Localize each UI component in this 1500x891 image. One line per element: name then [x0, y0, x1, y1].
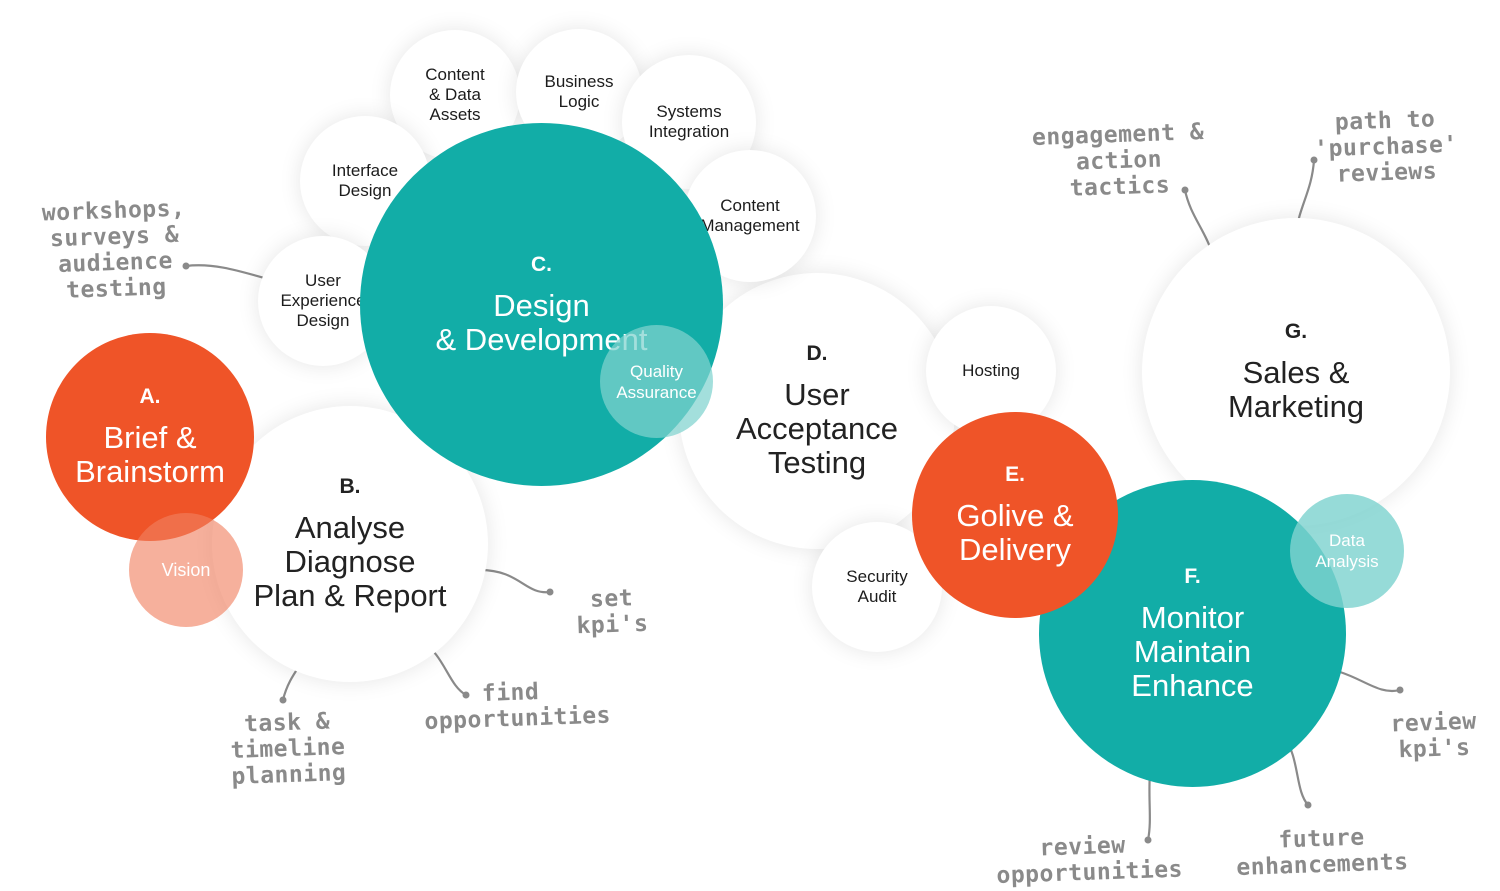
content-data-label-2: & Data — [429, 85, 481, 104]
stage-b-title-1: Analyse — [294, 510, 406, 545]
business-label-1: Business — [544, 72, 614, 91]
connector-set-kpis — [479, 568, 551, 594]
stage-d-title-2: Acceptance — [736, 411, 898, 446]
stage-f-title-2: Maintain — [1133, 633, 1252, 669]
stage-b-title-2: Diagnose — [284, 544, 416, 579]
note-workshops-line-2: surveys & audience — [49, 221, 180, 278]
data-analysis-bubble[interactable]: Data Analysis — [1290, 494, 1404, 608]
note-find-opportunities: find opportunities — [423, 677, 611, 735]
note-engagement: engagement & action tactics — [1025, 119, 1214, 203]
stage-e-title-1: Golive & — [956, 498, 1074, 533]
vision-bubble[interactable]: Vision — [129, 513, 243, 627]
stage-a-title-2: Brainstorm — [75, 454, 225, 489]
stage-g-title-2: Marketing — [1227, 389, 1365, 424]
stage-d-title-3: Testing — [767, 445, 867, 480]
note-set-kpis: set kpi's — [555, 584, 669, 640]
note-engagement-line-2: action tactics — [1069, 146, 1171, 202]
stage-a-letter: A. — [139, 385, 161, 408]
connector-review-kpis — [1339, 670, 1401, 693]
note-review-kpis-line-2: kpi's — [1398, 734, 1471, 764]
note-workshops: workshops, surveys & audience testing — [0, 194, 232, 306]
qa-label-1: Quality — [630, 361, 683, 381]
systems-label-1: Systems — [656, 102, 722, 121]
note-future-enhancements: future enhancements — [1227, 823, 1417, 882]
stage-d-bubble[interactable]: D. User Acceptance Testing — [679, 273, 955, 549]
ux-label-2: Experience — [280, 291, 366, 310]
note-task-timeline: task & timeline planning — [191, 707, 386, 792]
stage-c-title-1: Design — [493, 287, 590, 323]
stage-f-title-3: Enhance — [1131, 667, 1254, 703]
ux-label-3: Design — [296, 311, 350, 330]
note-review-kpis-line-1: review — [1390, 708, 1478, 738]
hosting-label: Hosting — [962, 361, 1020, 380]
note-path-line-1: path to 'purchase' — [1313, 106, 1459, 163]
quality-assurance-bubble[interactable]: Quality Assurance — [600, 325, 713, 438]
stage-e-bubble[interactable]: E. Golive & Delivery — [912, 412, 1118, 618]
note-review-kpis: review kpi's — [1383, 708, 1485, 764]
qa-label-2: Assurance — [616, 382, 697, 402]
stage-e-letter: E. — [1005, 463, 1025, 486]
vision-label: Vision — [161, 559, 211, 580]
note-review-opportunities: review opportunities — [995, 831, 1183, 890]
security-audit-bubble[interactable]: Security Audit — [812, 522, 942, 652]
stage-a-title-1: Brief & — [103, 420, 197, 455]
security-label-2: Audit — [857, 587, 897, 606]
stage-e-title-2: Delivery — [959, 532, 1071, 567]
stage-f-title-1: Monitor — [1140, 599, 1245, 635]
systems-label-2: Integration — [648, 122, 730, 141]
interface-label-1: Interface — [331, 161, 399, 180]
stage-d-letter: D. — [806, 342, 828, 365]
stage-d-title-1: User — [784, 377, 850, 412]
stage-g-title-1: Sales & — [1242, 355, 1350, 390]
note-path-to-purchase: path to 'purchase' reviews — [1271, 104, 1500, 190]
interface-label-2: Design — [338, 181, 392, 200]
data-label-2: Analysis — [1315, 552, 1379, 571]
content-data-label-1: Content — [425, 65, 485, 84]
ux-label-1: User — [305, 271, 341, 290]
security-label-1: Security — [846, 567, 908, 586]
content-mgmt-label-1: Content — [720, 196, 780, 215]
stage-a-bubble[interactable]: A. Brief & Brainstorm — [46, 333, 254, 541]
stage-c-letter: C. — [531, 252, 552, 276]
stage-f-letter: F. — [1184, 564, 1201, 588]
content-data-label-3: Assets — [429, 105, 481, 124]
business-label-2: Logic — [558, 92, 600, 111]
stage-f-bubble[interactable]: F. Monitor Maintain Enhance — [1039, 480, 1346, 787]
stage-b-letter: B. — [339, 475, 361, 498]
data-label-1: Data — [1329, 531, 1365, 550]
note-set-kpis-line-1: set kpi's — [576, 585, 649, 640]
connector-review-opp — [1146, 771, 1152, 841]
content-mgmt-label-2: Management — [700, 216, 800, 235]
stage-g-letter: G. — [1284, 320, 1308, 343]
stage-b-title-3: Plan & Report — [253, 578, 447, 613]
note-task-line-1: task & timeline — [230, 708, 346, 764]
stage-g-bubble[interactable]: G. Sales & Marketing — [1142, 218, 1450, 526]
